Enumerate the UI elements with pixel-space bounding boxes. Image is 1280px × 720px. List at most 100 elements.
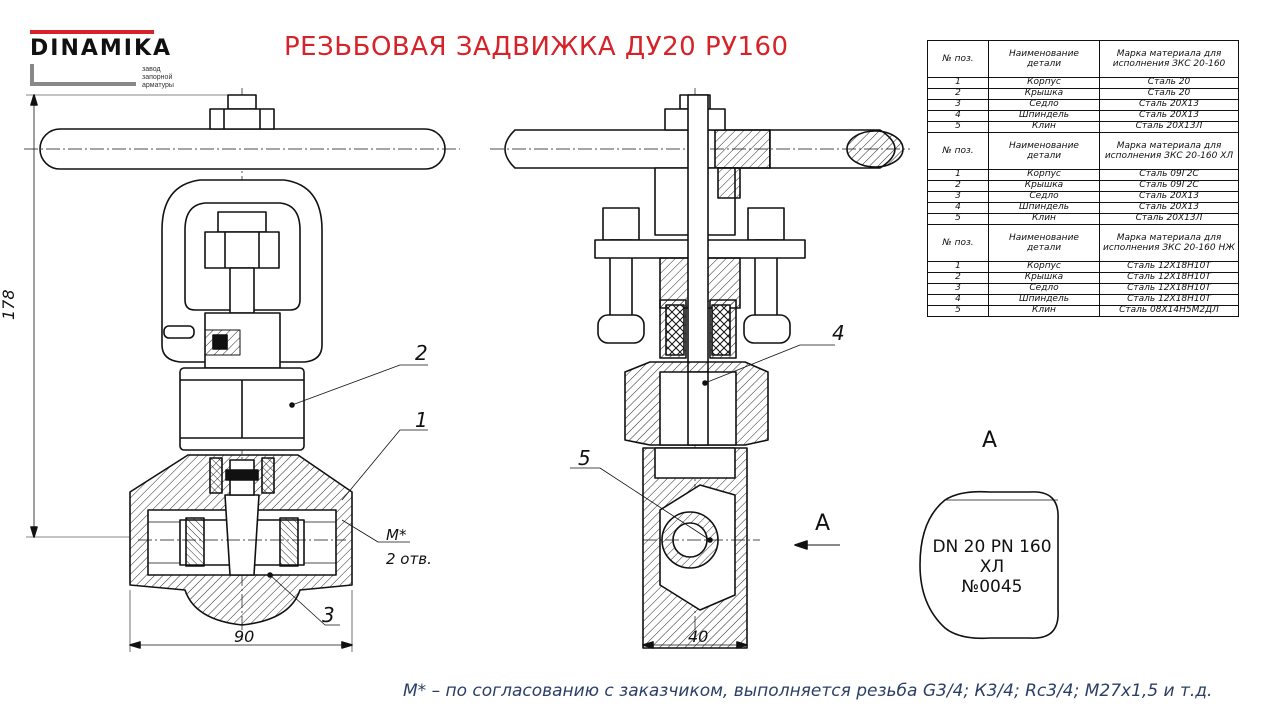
col-material-header: Марка материала для исполнения ЗКС 20-16… bbox=[1099, 132, 1239, 170]
cell-pos: 1 bbox=[927, 77, 989, 89]
cell-material: Сталь 20Х13Л bbox=[1099, 121, 1239, 133]
plate-line-1: DN 20 PN 160 bbox=[932, 537, 1052, 557]
cell-part-name: Клин bbox=[988, 305, 1100, 317]
leader-3 bbox=[269, 574, 340, 626]
cell-pos: 3 bbox=[927, 283, 989, 295]
thread-mark: М* bbox=[386, 526, 407, 544]
cell-material: Сталь 20Х13 bbox=[1099, 99, 1239, 111]
callout-3: 3 bbox=[322, 603, 335, 627]
cell-pos: 1 bbox=[927, 169, 989, 181]
leader-2 bbox=[291, 364, 428, 406]
company-logo: DINAMIKA завод запорной арматуры bbox=[30, 30, 190, 90]
plate-line-2: ХЛ bbox=[979, 557, 1005, 577]
callout-2: 2 bbox=[415, 341, 428, 365]
cell-part-name: Крышка bbox=[988, 88, 1100, 100]
cell-pos: 4 bbox=[927, 202, 989, 214]
cell-part-name: Крышка bbox=[988, 180, 1100, 192]
view-a-plate bbox=[919, 490, 1059, 640]
cell-pos: 2 bbox=[927, 88, 989, 100]
col-material-header: Марка материала для исполнения ЗКС 20-16… bbox=[1099, 40, 1239, 78]
callout-5: 5 bbox=[578, 446, 591, 470]
cell-part-name: Корпус bbox=[988, 77, 1100, 89]
cell-pos: 5 bbox=[927, 213, 989, 225]
cell-material: Сталь 09Г2С bbox=[1099, 169, 1239, 181]
logo-brand: DINAMIKA bbox=[30, 36, 173, 61]
callout-1: 1 bbox=[415, 408, 428, 432]
cell-part-name: Седло bbox=[988, 191, 1100, 203]
side-section-view bbox=[490, 88, 910, 649]
dim-width-side: 40 bbox=[688, 627, 708, 646]
cell-pos: 5 bbox=[927, 121, 989, 133]
cell-pos: 2 bbox=[927, 272, 989, 284]
col-name-header: Наименование детали bbox=[988, 40, 1100, 78]
cell-part-name: Клин bbox=[988, 213, 1100, 225]
logo-bracket bbox=[30, 64, 34, 86]
cell-part-name: Клин bbox=[988, 121, 1100, 133]
cell-material: Сталь 12Х18Н10Т bbox=[1099, 261, 1239, 273]
cell-pos: 1 bbox=[927, 261, 989, 273]
cell-part-name: Крышка bbox=[988, 272, 1100, 284]
leader-5 bbox=[570, 467, 711, 541]
cell-material: Сталь 20Х13 bbox=[1099, 110, 1239, 122]
cell-part-name: Седло bbox=[988, 283, 1100, 295]
cell-material: Сталь 09Г2С bbox=[1099, 180, 1239, 192]
plate-line-3: №0045 bbox=[961, 577, 1023, 597]
cell-part-name: Корпус bbox=[988, 261, 1100, 273]
cell-material: Сталь 20 bbox=[1099, 77, 1239, 89]
cell-pos: 3 bbox=[927, 99, 989, 111]
cell-part-name: Шпиндель bbox=[988, 202, 1100, 214]
logo-subtitle: завод запорной арматуры bbox=[142, 66, 174, 89]
dim-width-front: 90 bbox=[234, 627, 254, 646]
col-name-header: Наименование детали bbox=[988, 132, 1100, 170]
thread-footnote: М* – по согласованию с заказчиком, выпол… bbox=[403, 681, 1213, 701]
callout-4: 4 bbox=[832, 321, 845, 345]
cell-part-name: Седло bbox=[988, 99, 1100, 111]
col-pos-header: № поз. bbox=[927, 40, 989, 78]
view-title: А bbox=[982, 428, 997, 453]
logo-accent-bar bbox=[30, 30, 154, 34]
col-name-header: Наименование детали bbox=[988, 224, 1100, 262]
cell-pos: 2 bbox=[927, 180, 989, 192]
cell-material: Сталь 20Х13 bbox=[1099, 191, 1239, 203]
cell-part-name: Шпиндель bbox=[988, 294, 1100, 306]
cell-material: Сталь 20 bbox=[1099, 88, 1239, 100]
cell-pos: 5 bbox=[927, 305, 989, 317]
cell-pos: 4 bbox=[927, 110, 989, 122]
cell-pos: 4 bbox=[927, 294, 989, 306]
cell-pos: 3 bbox=[927, 191, 989, 203]
cell-part-name: Корпус bbox=[988, 169, 1100, 181]
leader-m bbox=[341, 519, 410, 543]
col-material-header: Марка материала для исполнения ЗКС 20-16… bbox=[1099, 224, 1239, 262]
cell-material: Сталь 12Х18Н10Т bbox=[1099, 294, 1239, 306]
cell-material: Сталь 12Х18Н10Т bbox=[1099, 272, 1239, 284]
plate-marking: DN 20 PN 160 ХЛ №0045 bbox=[925, 537, 1059, 597]
cell-part-name: Шпиндель bbox=[988, 110, 1100, 122]
col-pos-header: № поз. bbox=[927, 132, 989, 170]
cell-material: Сталь 08Х14Н5М2ДЛ bbox=[1099, 305, 1239, 317]
logo-bracket-base bbox=[30, 82, 136, 86]
top-cap-nut bbox=[227, 94, 257, 110]
front-view bbox=[24, 88, 460, 652]
cell-material: Сталь 12Х18Н10Т bbox=[1099, 283, 1239, 295]
cell-material: Сталь 20Х13Л bbox=[1099, 213, 1239, 225]
